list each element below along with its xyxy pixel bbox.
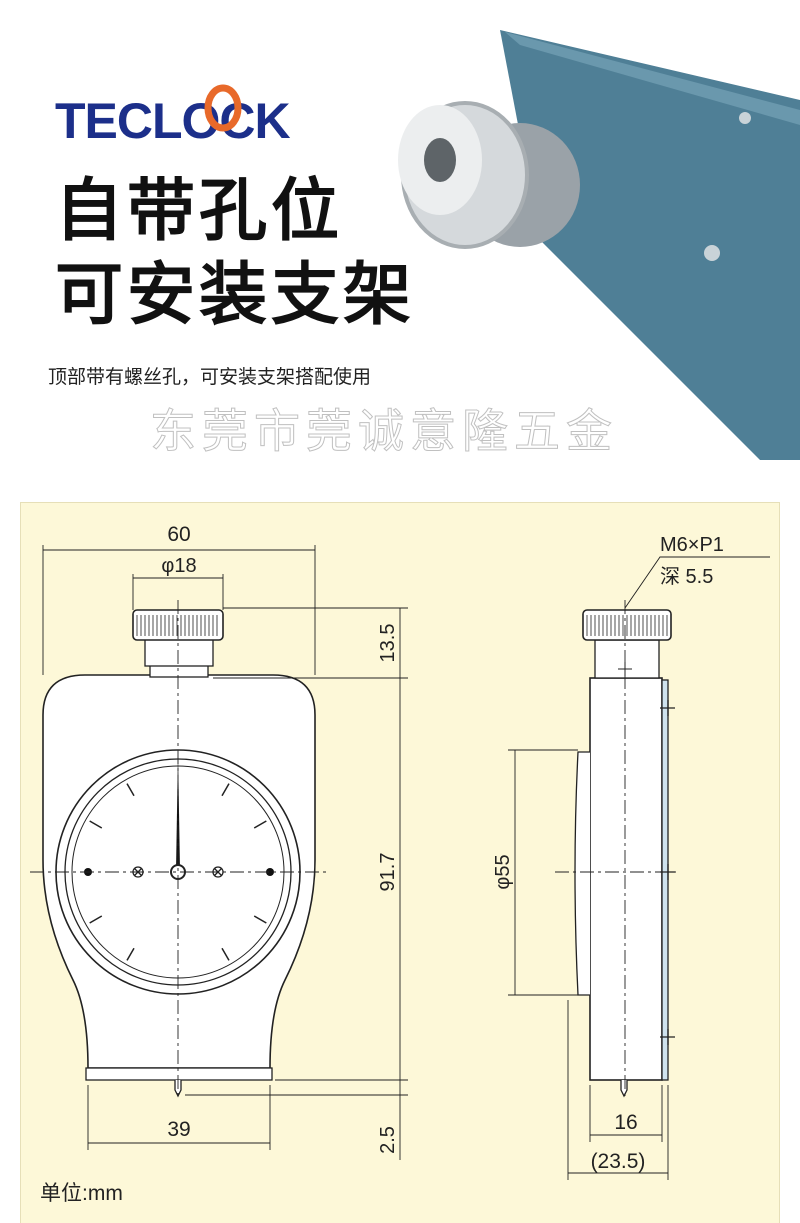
dial-tick [126, 783, 135, 797]
screw-icon [739, 112, 751, 124]
thread-spec: M6×P1 [660, 534, 724, 556]
gauge-body [500, 30, 800, 460]
knurl-lines [586, 615, 668, 636]
dial-profile [574, 751, 590, 996]
dim-tip: 2.5 [377, 1126, 399, 1154]
side-neck [594, 639, 660, 679]
gauge-edge [505, 32, 800, 125]
product-photo [398, 30, 800, 460]
center-lines [30, 600, 330, 1100]
dim-bottom-width: 39 [167, 1118, 190, 1141]
unit-label: 单位:mm [40, 1182, 123, 1205]
dial-tick [253, 820, 267, 829]
dim-knob-height: 13.5 [377, 624, 399, 663]
logo-ring-icon [204, 84, 242, 132]
front-dimensions [42, 545, 408, 1160]
dial-tick [253, 915, 267, 924]
screw-icon [704, 245, 720, 261]
thread-depth: 深 5.5 [660, 565, 713, 588]
knurl-lines [136, 615, 218, 636]
dial-dot [266, 868, 274, 876]
dim-total-depth: (23.5) [591, 1150, 646, 1173]
headline-line2: 可安装支架 [55, 256, 416, 335]
base-strip [85, 1067, 273, 1081]
front-view [30, 600, 330, 1100]
side-plate [661, 679, 669, 1081]
dim-body-height: 91.7 [377, 853, 399, 892]
headline-line1: 自带孔位 [55, 172, 344, 251]
dim-dial-dia: φ55 [492, 854, 514, 889]
dim-width: 60 [167, 523, 190, 546]
dial-tick [221, 947, 230, 961]
watermark: 东莞市莞诚意隆五金 [150, 404, 618, 458]
neck [144, 637, 214, 667]
teclock-logo: TECLOCK [55, 93, 291, 149]
dial-tick [221, 783, 230, 797]
side-dimensions [508, 556, 770, 1180]
side-body [589, 677, 663, 1081]
subtitle: 顶部带有螺丝孔，可安装支架搭配使用 [48, 366, 372, 388]
side-view [555, 600, 680, 1100]
dial-tick [126, 947, 135, 961]
dial-tick [89, 915, 103, 924]
dial-ticks [89, 783, 267, 961]
dim-depth: 16 [614, 1111, 637, 1134]
dim-knob-dia: φ18 [161, 555, 196, 577]
dial-tick [89, 820, 103, 829]
thread-hole-icon [424, 138, 456, 182]
